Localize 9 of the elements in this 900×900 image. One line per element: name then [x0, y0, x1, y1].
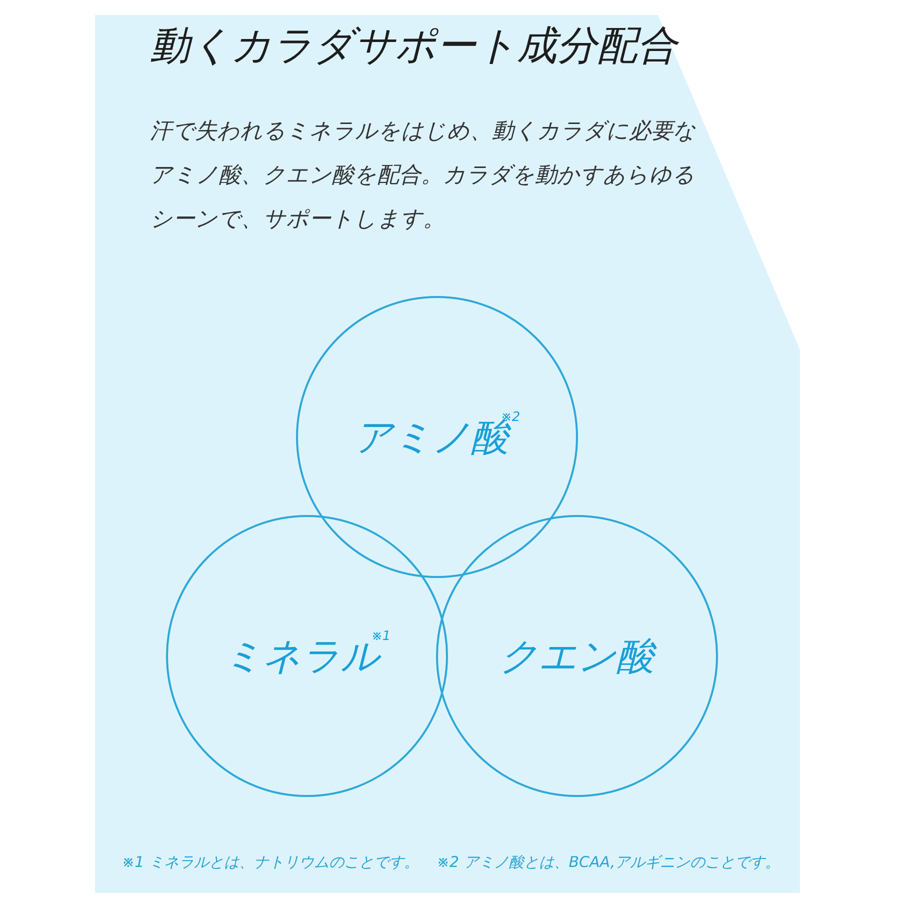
circle-label: クエン酸	[500, 633, 654, 679]
footnote: ※1 ミネラルとは、ナトリウムのことです。	[122, 852, 419, 872]
footnote: ※2 アミノ酸とは、BCAA,アルギニンのことです。	[436, 852, 780, 872]
venn-circle	[436, 515, 718, 797]
venn-circle	[296, 296, 578, 578]
circle-label: ミネラル$^{※1}$	[223, 633, 391, 679]
venn-circle	[166, 515, 448, 797]
heading: 動くカラダサポート成分配合	[150, 20, 677, 72]
body-text: 汗で失われるミネラルをはじめ、動くカラダに必要なアミノ酸、クエン酸を配合。カラダを動かすあらゆるシーンで、サポートします。	[150, 118, 697, 234]
